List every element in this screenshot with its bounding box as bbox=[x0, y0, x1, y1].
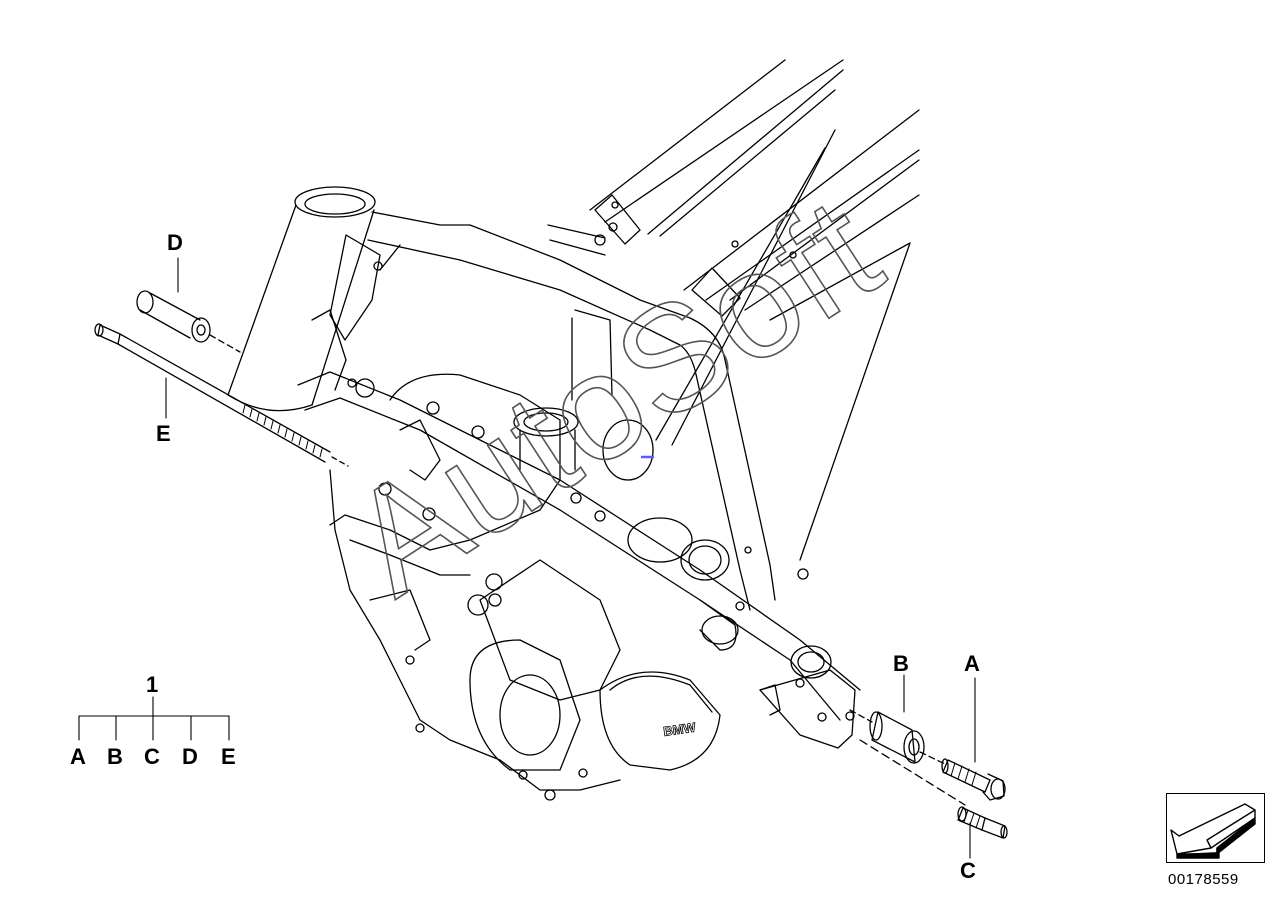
assembly-tree bbox=[78, 696, 230, 741]
callout-e: E bbox=[156, 421, 171, 446]
assembly-item-d: D bbox=[182, 744, 198, 769]
engine-badge: BMW bbox=[662, 719, 697, 738]
assembly-number: 1 bbox=[146, 672, 159, 697]
part-e-rod bbox=[94, 323, 349, 467]
part-a-bolt bbox=[941, 758, 1006, 801]
part-d-sleeve bbox=[136, 290, 241, 353]
engine-block bbox=[329, 373, 809, 801]
navigation-button[interactable] bbox=[1166, 793, 1265, 863]
assembly-item-e: E bbox=[221, 744, 236, 769]
callout-c: C bbox=[960, 858, 976, 883]
part-b-bushing bbox=[849, 709, 966, 806]
part-c-stud bbox=[957, 806, 1008, 839]
callout-b: B bbox=[893, 651, 909, 676]
assembly-item-a: A bbox=[70, 744, 86, 769]
steering-head bbox=[227, 186, 376, 412]
assembly-item-c: C bbox=[144, 744, 160, 769]
watermark-text: AutoSoft bbox=[321, 164, 908, 627]
rear-subframe bbox=[589, 59, 920, 561]
arrow-down-left-icon bbox=[1170, 803, 1256, 859]
callout-a: A bbox=[964, 651, 980, 676]
part-number: 00178559 bbox=[1168, 871, 1239, 888]
assembly-item-b: B bbox=[107, 744, 123, 769]
leader-lines bbox=[165, 257, 976, 859]
callout-d: D bbox=[167, 230, 183, 255]
frame-cradle bbox=[311, 224, 613, 401]
